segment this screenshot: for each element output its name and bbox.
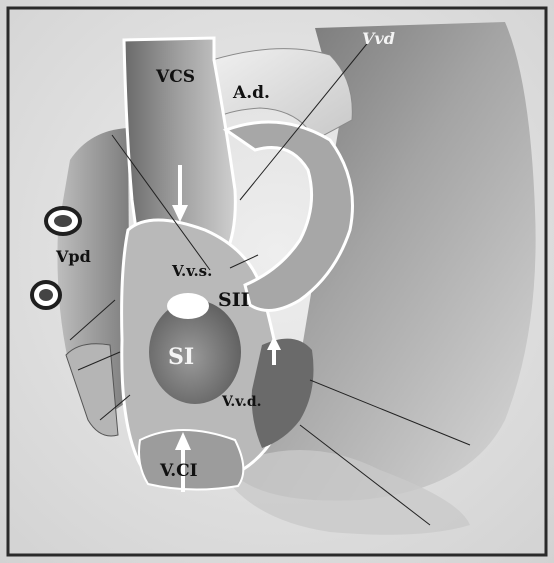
label-vvs: V.v.s.	[171, 262, 212, 280]
label-s2: SII	[218, 289, 250, 311]
label-ad: A.d.	[232, 83, 270, 103]
label-vpd: Vpd	[55, 247, 91, 266]
label-vcs: VCS	[155, 67, 195, 87]
label-vvd-lower: V.v.d.	[221, 394, 262, 410]
label-vvd-top: Vvd	[362, 29, 395, 48]
label-s1: SI	[168, 344, 194, 370]
ostium-opening	[167, 293, 209, 319]
label-vci: V.CI	[159, 461, 198, 481]
